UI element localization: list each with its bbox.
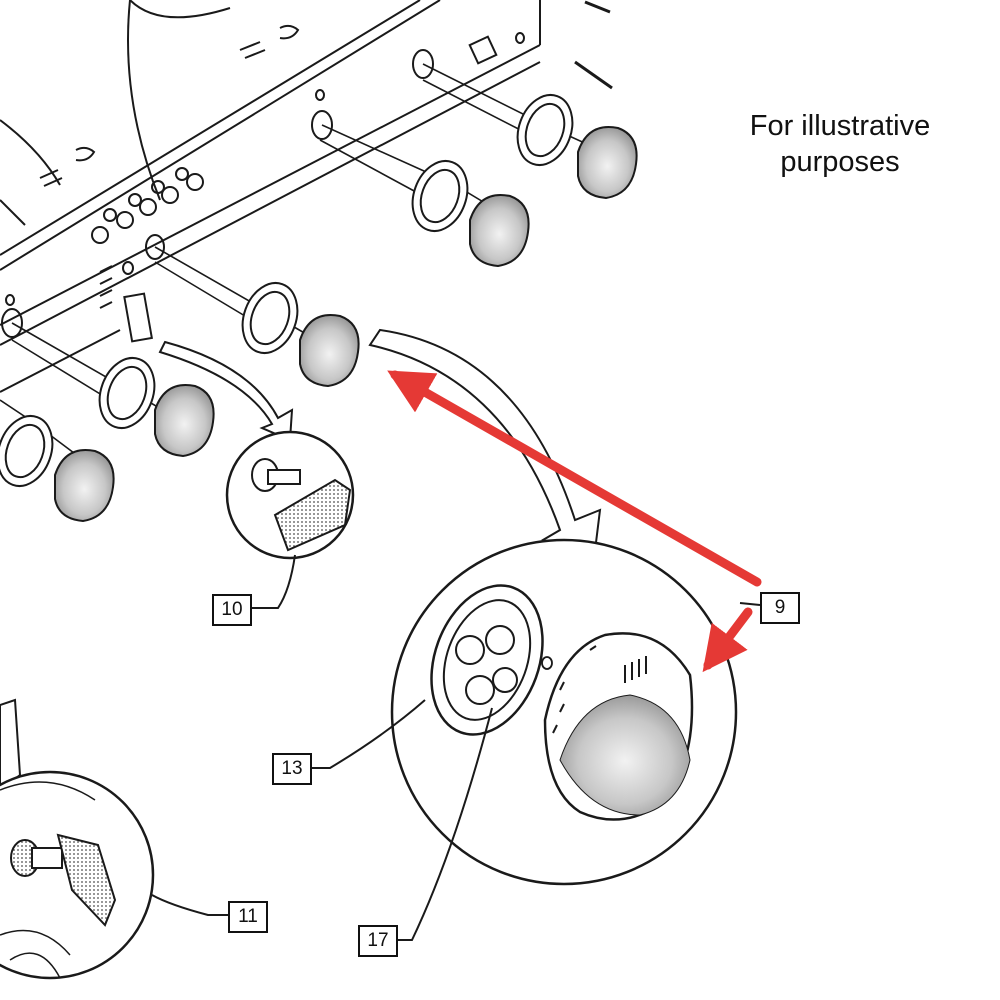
- red-arrow-lower: [702, 607, 753, 673]
- bezel-ring: [0, 94, 574, 487]
- callout-13: 13: [272, 753, 312, 785]
- callout-10: 10: [212, 594, 252, 626]
- detail-knob-9: [390, 538, 738, 886]
- caption-line-2: purposes: [780, 146, 900, 178]
- red-arrow-upper: [387, 370, 762, 587]
- bezel-ring-13: [430, 584, 544, 736]
- detail-switch-11: [0, 770, 155, 980]
- knob-9: [543, 632, 694, 821]
- callout-9: 9: [760, 592, 800, 624]
- detail-switch-10: [225, 430, 355, 560]
- callout-17: 17: [358, 925, 398, 957]
- red-indicator-arrows: [387, 370, 762, 673]
- control-panel: [0, 0, 613, 393]
- illustrative-caption: For illustrative purposes: [720, 108, 960, 180]
- caption-line-1: For illustrative: [749, 110, 931, 142]
- leader-lines: [151, 554, 761, 941]
- knob: [54, 126, 638, 523]
- knob-row: [0, 94, 638, 523]
- callout-11: 11: [228, 901, 268, 933]
